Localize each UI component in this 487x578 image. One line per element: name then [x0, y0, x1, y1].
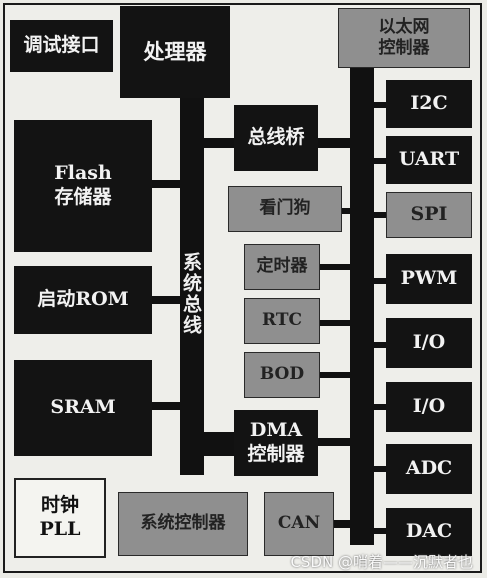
io1-link — [370, 342, 390, 348]
clock-pll-block: 时钟 PLL — [14, 478, 106, 558]
rtc-block: RTC — [244, 298, 320, 344]
system-bus-right-stub — [200, 432, 236, 456]
ethernet-label-line1: 以太网 — [378, 16, 430, 37]
processor-label: 处理器 — [143, 38, 207, 64]
bus-bridge-label: 总线桥 — [247, 126, 305, 149]
sram-label: SRAM — [50, 396, 116, 419]
flash-label-line1: Flash — [54, 162, 112, 185]
debug-interface-block: 调试接口 — [10, 20, 113, 72]
dma-label-line2: 控制器 — [247, 443, 305, 465]
watchdog-link — [340, 208, 354, 214]
dma-label-line1: DMA — [249, 419, 303, 442]
io-label-1: I/O — [412, 331, 446, 354]
bod-block: BOD — [244, 352, 320, 398]
rtc-label: RTC — [261, 310, 302, 331]
pwm-label: PWM — [400, 267, 458, 290]
pwm-block: PWM — [386, 254, 472, 304]
watchdog-label: 看门狗 — [259, 198, 311, 219]
debug-interface-label: 调试接口 — [23, 34, 100, 57]
watchdog-block: 看门狗 — [228, 186, 342, 232]
flash-memory-block: Flash 存储器 — [14, 120, 152, 252]
clock-label-line1: 时钟 — [40, 494, 79, 517]
uart-label: UART — [398, 148, 460, 171]
io-block-1: I/O — [386, 318, 472, 368]
timer-link — [318, 264, 354, 270]
bod-label: BOD — [259, 364, 305, 385]
dac-block: DAC — [386, 508, 472, 556]
ethernet-label-line2: 控制器 — [378, 38, 430, 58]
adc-link — [370, 466, 390, 472]
ethernet-controller-block: 以太网 控制器 — [338, 8, 470, 68]
can-block: CAN — [264, 492, 334, 556]
system-controller-label: 系统控制器 — [140, 513, 226, 534]
bus-bridge-block: 总线桥 — [234, 105, 318, 171]
watermark: CSDN @哨着——沉默者也 — [290, 553, 473, 571]
can-link — [330, 520, 354, 528]
can-label: CAN — [277, 513, 321, 534]
bod-link — [318, 372, 354, 378]
dma-link — [315, 438, 355, 446]
spi-label: SPI — [410, 203, 448, 226]
processor-block: 处理器 — [120, 6, 230, 98]
io-block-2: I/O — [386, 382, 472, 432]
spi-link — [370, 212, 390, 218]
flash-bus-link — [150, 180, 182, 188]
bridge-link — [315, 138, 355, 148]
dac-label: DAC — [405, 520, 453, 543]
sram-block: SRAM — [14, 360, 152, 456]
timer-block: 定时器 — [244, 244, 320, 290]
i2c-link — [370, 102, 390, 108]
clock-label-line2: PLL — [39, 518, 81, 540]
rtc-link — [318, 320, 354, 326]
sram-bus-link — [150, 402, 182, 410]
adc-label: ADC — [405, 457, 453, 480]
pwm-link — [370, 278, 390, 284]
dac-link — [370, 528, 390, 534]
sysbus-bridge-link — [200, 138, 236, 148]
boot-rom-label: 启动ROM — [37, 288, 129, 311]
io-label-2: I/O — [412, 395, 446, 418]
uart-link — [370, 158, 390, 164]
dma-controller-block: DMA 控制器 — [234, 410, 318, 476]
peripheral-bus-bar — [350, 40, 374, 545]
system-bus-label: 系统总线 — [180, 252, 202, 336]
spi-block: SPI — [386, 192, 472, 238]
io2-link — [370, 404, 390, 410]
system-controller-block: 系统控制器 — [118, 492, 248, 556]
flash-label-line2: 存储器 — [54, 186, 112, 208]
uart-block: UART — [386, 136, 472, 184]
adc-block: ADC — [386, 444, 472, 494]
boot-rom-block: 启动ROM — [14, 266, 152, 334]
i2c-block: I2C — [386, 80, 472, 128]
bootrom-bus-link — [150, 296, 182, 304]
i2c-label: I2C — [410, 92, 448, 115]
timer-label: 定时器 — [256, 256, 308, 277]
